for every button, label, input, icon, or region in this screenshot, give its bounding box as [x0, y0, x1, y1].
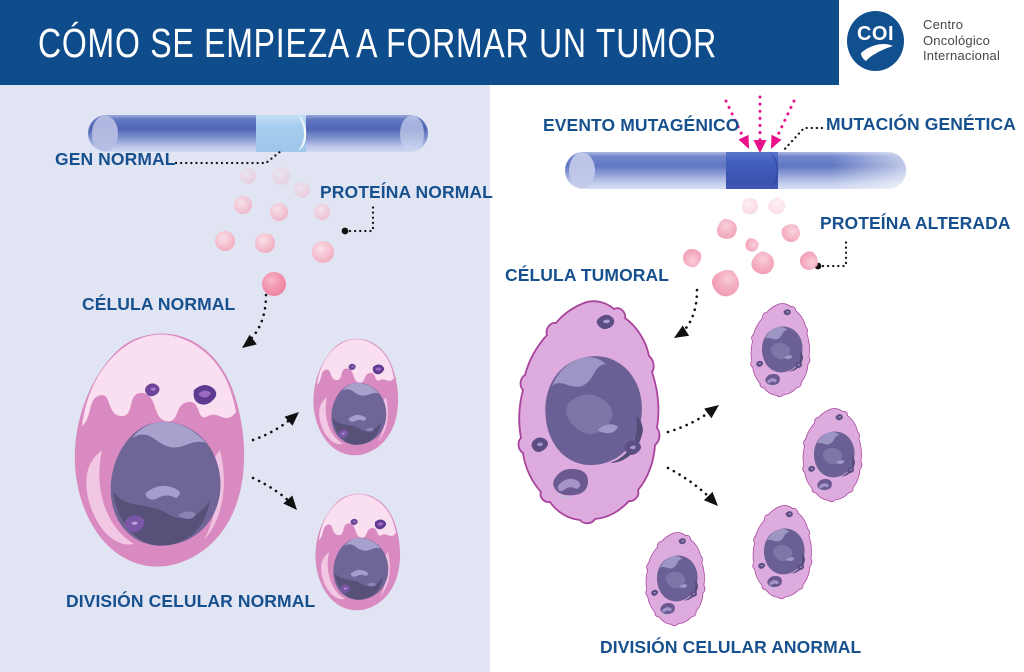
tumor-cell-small-4 [752, 505, 813, 600]
logo-line-2: Oncológico [923, 32, 991, 48]
normal-cell-small-2 [315, 493, 401, 611]
mutagenic-event-arrows [724, 95, 796, 145]
logo-line-3: Internacional [923, 48, 1001, 63]
mutacion-genetica-leader [781, 126, 824, 153]
proteina-alterada-label: PROTEÍNA ALTERADA [820, 213, 1011, 233]
normal-cell-large [74, 333, 245, 567]
division-anormal-label: DIVISIÓN CELULAR ANORMAL [600, 637, 862, 657]
header-banner: CÓMO SE EMPIEZA A FORMAR UN TUMOR [0, 0, 839, 85]
tumor-cell-small-1 [750, 303, 811, 398]
logo-acronym: COI [856, 23, 895, 45]
normal-division-arrows [244, 293, 295, 506]
abnormal-division-arrows [666, 288, 713, 501]
logo-text: Centro Oncológico Internacional [923, 17, 1000, 64]
normal-gene-cylinder [88, 115, 428, 152]
celula-normal-label: CÉLULA NORMAL [82, 294, 236, 314]
tumor-cell-small-2 [802, 408, 863, 503]
mutacion-genetica-label: MUTACIÓN GENÉTICA [826, 114, 1016, 134]
normal-proteins [215, 167, 334, 296]
page-title: CÓMO SE EMPIEZA A FORMAR UN TUMOR [38, 20, 718, 66]
normal-gene-segment [256, 115, 306, 152]
proteina-alterada-leader [814, 239, 848, 270]
normal-arrowheads [242, 334, 299, 510]
abnormal-arrowheads [674, 325, 719, 506]
gen-normal-leader [174, 149, 283, 165]
mutagenic-arrowheads [738, 134, 782, 153]
celula-tumoral-label: CÉLULA TUMORAL [505, 265, 670, 285]
proteina-normal-label: PROTEÍNA NORMAL [320, 182, 493, 202]
logo-line-1: Centro [923, 17, 964, 32]
mutated-gene-cylinder [565, 152, 906, 189]
tumor-cell-small-3 [645, 532, 706, 627]
proteina-normal-leader [341, 204, 375, 235]
tumor-cell-large [517, 300, 661, 525]
altered-proteins [680, 194, 821, 301]
logo-area: COI Centro Oncológico Internacional [839, 0, 1024, 85]
evento-mutagenico-label: EVENTO MUTAGÉNICO [543, 115, 740, 135]
gen-normal-label: GEN NORMAL [55, 149, 176, 169]
normal-cell-small-1 [313, 338, 399, 456]
swoosh-icon [861, 44, 893, 61]
coi-logo-icon [847, 11, 904, 71]
division-normal-label: DIVISIÓN CELULAR NORMAL [66, 591, 316, 611]
